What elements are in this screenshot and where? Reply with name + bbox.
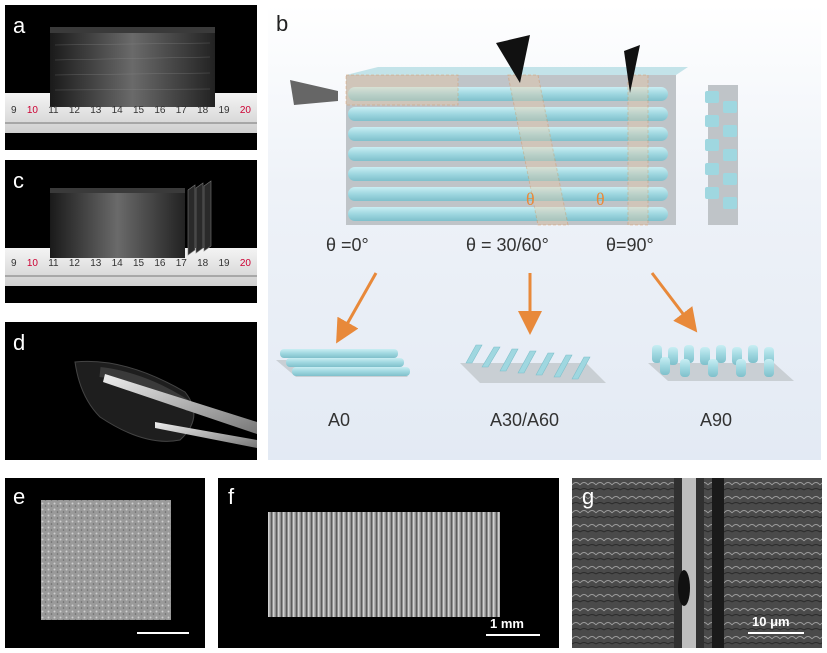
ruler-number: 20 — [239, 258, 251, 269]
ruler-number: 10 — [26, 258, 38, 269]
panel-g-sem — [572, 478, 822, 648]
ruler-number: 18 — [197, 258, 209, 269]
angle-label-0: θ =0° — [326, 235, 369, 255]
scalebar-label: 1 mm — [490, 616, 524, 631]
panel-e-photo — [41, 500, 189, 634]
ruler-number: 16 — [154, 258, 166, 269]
ruler-number: 19 — [218, 105, 230, 116]
scalebar-label: 10 μm — [752, 614, 790, 629]
sample-label-a0: A0 — [328, 410, 351, 430]
panel-c-label: c — [13, 168, 24, 193]
ruler-number: 11 — [48, 258, 59, 269]
panel-d-label: d — [13, 330, 26, 355]
ruler-number: 18 — [197, 105, 209, 116]
ruler-number: 9 — [11, 105, 17, 116]
ruler-number: 13 — [90, 105, 102, 116]
panel-c-photo — [5, 180, 257, 286]
angle-label-90: θ=90° — [606, 235, 654, 255]
theta-mark: θ — [596, 189, 605, 209]
ruler-number: 19 — [218, 258, 230, 269]
ruler-number: 15 — [132, 258, 145, 269]
panel-a-photo — [5, 27, 257, 133]
ruler-number: 20 — [239, 105, 251, 116]
panel-g-label: g — [582, 484, 595, 509]
panel-c: c 9 10 11 12 13 14 15 16 17 18 19 20 — [5, 160, 257, 303]
ruler-number: 15 — [132, 105, 145, 116]
panel-b: b θ θ θ =0° θ = 30/60° θ=90° A0 A30/A60 … — [268, 5, 821, 460]
sample-label-a30-a60: A30/A60 — [490, 410, 560, 430]
ruler-number: 10 — [26, 105, 38, 116]
ruler-number: 17 — [175, 258, 187, 269]
ruler-number: 17 — [175, 105, 187, 116]
panel-b-label: b — [276, 11, 289, 36]
panel-f: f 1 mm — [218, 478, 559, 648]
theta-mark: θ — [526, 189, 535, 209]
panel-d-photo — [74, 360, 257, 448]
panel-e: e — [5, 478, 205, 648]
angle-label-30-60: θ = 30/60° — [466, 235, 549, 255]
panel-e-label: e — [13, 484, 26, 509]
ruler-number: 16 — [154, 105, 166, 116]
ruler-number: 12 — [68, 258, 80, 269]
panel-a-label: a — [13, 13, 26, 38]
panel-d: d — [5, 322, 257, 460]
ruler-number: 12 — [68, 105, 80, 116]
panel-f-label: f — [228, 484, 235, 509]
ruler-number: 14 — [111, 258, 123, 269]
ruler-numbers: 9 10 11 12 13 14 15 16 17 18 19 20 — [5, 105, 257, 116]
sample-label-a90: A90 — [700, 410, 733, 430]
panel-b-schematic — [276, 35, 794, 383]
panel-f-photo — [268, 512, 540, 636]
ruler-number: 11 — [48, 105, 59, 116]
panel-g: g 10 μm — [572, 478, 822, 648]
panel-a: a 9 10 11 12 13 14 15 16 17 18 19 20 — [5, 5, 257, 150]
ruler-number: 9 — [11, 258, 17, 269]
ruler-number: 13 — [90, 258, 102, 269]
ruler-numbers: 9 10 11 12 13 14 15 16 17 18 19 20 — [5, 258, 257, 269]
ruler-number: 14 — [111, 105, 123, 116]
